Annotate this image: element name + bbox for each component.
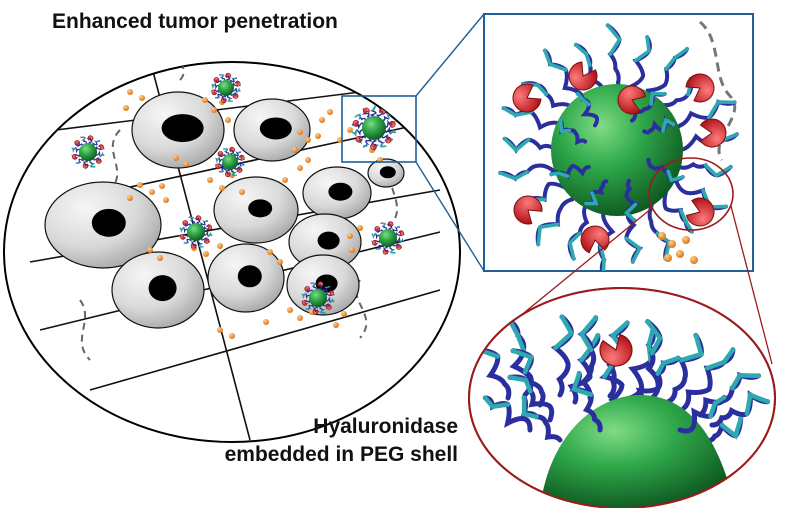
cell-nucleus (318, 232, 340, 250)
drug-particle-icon (277, 259, 283, 265)
drug-particle-icon (163, 197, 169, 203)
drug-particle-icon (211, 107, 217, 113)
nanoparticle-core (362, 116, 386, 140)
drug-particle-icon (127, 89, 133, 95)
drug-particle-icon (219, 185, 225, 191)
drug-particle-icon (297, 315, 303, 321)
cell-nucleus (162, 114, 204, 142)
nanoparticle-core (79, 143, 97, 161)
drug-particle-icon (347, 233, 353, 239)
drug-particle-icon (297, 129, 303, 135)
drug-particle-icon (207, 177, 213, 183)
drug-particle-icon (147, 247, 153, 253)
cell-nucleus (248, 199, 272, 217)
drug-particle-icon (305, 157, 311, 163)
drug-particle-icon (229, 333, 235, 339)
drug-particle-icon (217, 243, 223, 249)
drug-particle-icon (149, 189, 155, 195)
drug-particle-icon (282, 177, 288, 183)
peg-chain-tip (233, 78, 237, 79)
zoom-connector-top (416, 14, 484, 96)
nanoparticle-core (218, 80, 234, 96)
drug-particle-icon (159, 183, 165, 189)
caption-line-2: embedded in PEG shell (225, 441, 458, 469)
drug-particle-icon (668, 240, 676, 248)
drug-particle-icon (217, 327, 223, 333)
drug-particle-icon (333, 322, 339, 328)
drug-particle-icon (315, 133, 321, 139)
drug-particle-icon (682, 236, 690, 244)
nanoparticle-core (379, 229, 397, 247)
drug-particle-icon (139, 95, 145, 101)
drug-particle-icon (357, 225, 363, 231)
drug-particle-icon (658, 232, 666, 240)
cell-nucleus (260, 117, 292, 139)
drug-particle-icon (202, 97, 208, 103)
drug-particle-icon (347, 127, 353, 133)
drug-particle-icon (183, 161, 189, 167)
drug-particle-icon (676, 250, 684, 258)
nanoparticle-core (187, 223, 205, 241)
drug-particle-icon (173, 155, 179, 161)
caption-line-1: Hyaluronidase (225, 413, 458, 441)
cell-nucleus (380, 166, 396, 178)
cell-nucleus (238, 265, 262, 287)
drug-particle-icon (292, 147, 298, 153)
drug-particle-icon (239, 189, 245, 195)
drug-particle-icon (203, 251, 209, 257)
drug-particle-icon (225, 117, 231, 123)
nanoparticle-core (309, 289, 327, 307)
drug-particle-icon (327, 109, 333, 115)
tumor-cell (112, 252, 204, 328)
tumor-cell (208, 244, 284, 312)
cell-nucleus (92, 209, 126, 237)
drug-particle-icon (690, 256, 698, 264)
drug-particle-icon (349, 247, 355, 253)
drug-particle-icon (127, 195, 133, 201)
drug-particle-icon (157, 255, 163, 261)
tumor-cell (303, 167, 371, 219)
drug-particle-icon (319, 117, 325, 123)
drug-particle-icon (123, 105, 129, 111)
tumor-cell (368, 159, 404, 187)
drug-particle-icon (267, 249, 273, 255)
peg-chain-tip (237, 152, 241, 153)
drug-particle-icon (287, 307, 293, 313)
drug-particle-icon (137, 182, 143, 188)
cell-nucleus (328, 183, 352, 201)
drug-particle-icon (297, 165, 303, 171)
drug-particle-icon (664, 254, 672, 262)
nanoparticle-core (222, 154, 238, 170)
drug-particle-icon (263, 319, 269, 325)
cell-nucleus (149, 275, 177, 301)
drug-particle-icon (341, 311, 347, 317)
diagram-title: Enhanced tumor penetration (52, 10, 338, 34)
tumor-cell (214, 177, 298, 243)
nanoparticle-core-large (551, 84, 683, 216)
shell-caption: Hyaluronidase embedded in PEG shell (225, 413, 458, 469)
drug-particle-icon (305, 137, 311, 143)
